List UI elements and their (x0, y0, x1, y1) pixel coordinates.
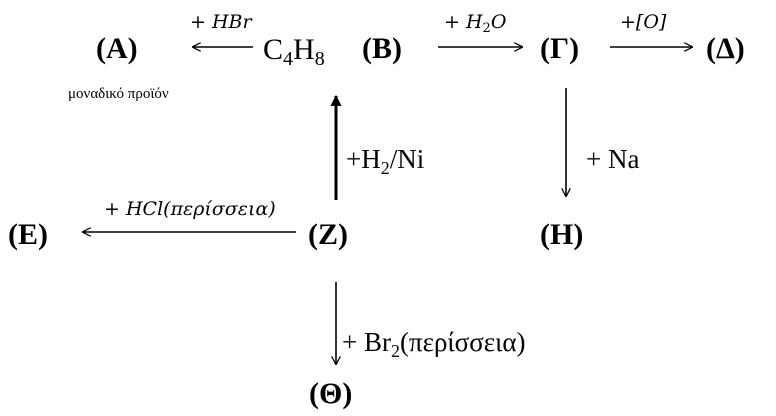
reagent-hbr-plus: + (190, 11, 212, 33)
reagent-h2o-sub: 2 (482, 21, 491, 36)
reagent-hcl-text: HCl(περίσσεια) (125, 198, 276, 220)
reagent-br2-sub: 2 (390, 341, 400, 361)
reagent-hbr: + HBr (190, 13, 252, 32)
node-B: (B) (362, 32, 402, 65)
formula-C: C (263, 33, 284, 66)
reagent-h2-ni-pre: +H (346, 144, 381, 174)
reagent-h2o-h: H (465, 11, 483, 33)
node-G: (Γ) (540, 32, 580, 65)
reagent-hcl-plus: + (104, 198, 126, 220)
reagent-oxidation: +[O] (620, 13, 666, 32)
formula-C-sub: 4 (283, 48, 294, 70)
formula-H: H (293, 33, 315, 66)
formula-H-sub: 8 (314, 48, 325, 70)
reagent-oxidation-text: +[O] (620, 11, 667, 33)
reagent-hcl: + HCl(περίσσεια) (104, 200, 276, 219)
reagent-hbr-text: HBr (211, 11, 252, 33)
reagent-h2-ni-sub: 2 (380, 158, 390, 178)
node-Th: (Θ) (309, 377, 353, 410)
node-D: (Δ) (706, 32, 745, 65)
reagent-br2-post: (περίσσεια) (399, 327, 526, 357)
node-E: (E) (8, 218, 48, 251)
compound-B-formula: C4H8 (263, 33, 325, 70)
reagent-h2o-plus: + (444, 11, 466, 33)
reagent-br2-pre: + Br (342, 327, 391, 357)
reagent-h2o: + H2O (444, 11, 507, 36)
reagent-na: + Na (586, 146, 639, 173)
reagent-h2-ni-post: /Ni (389, 144, 425, 174)
node-A: (A) (96, 32, 138, 65)
node-H: (H) (540, 218, 584, 251)
reagent-h2-ni: +H2/Ni (346, 144, 425, 178)
reagent-na-text: + Na (586, 144, 640, 174)
note-single-product: μοναδικό προϊόν (68, 86, 169, 102)
reagent-br2: + Br2(περίσσεια) (342, 327, 526, 361)
node-Z: (Z) (308, 218, 348, 251)
reagent-h2o-o: O (490, 11, 507, 33)
